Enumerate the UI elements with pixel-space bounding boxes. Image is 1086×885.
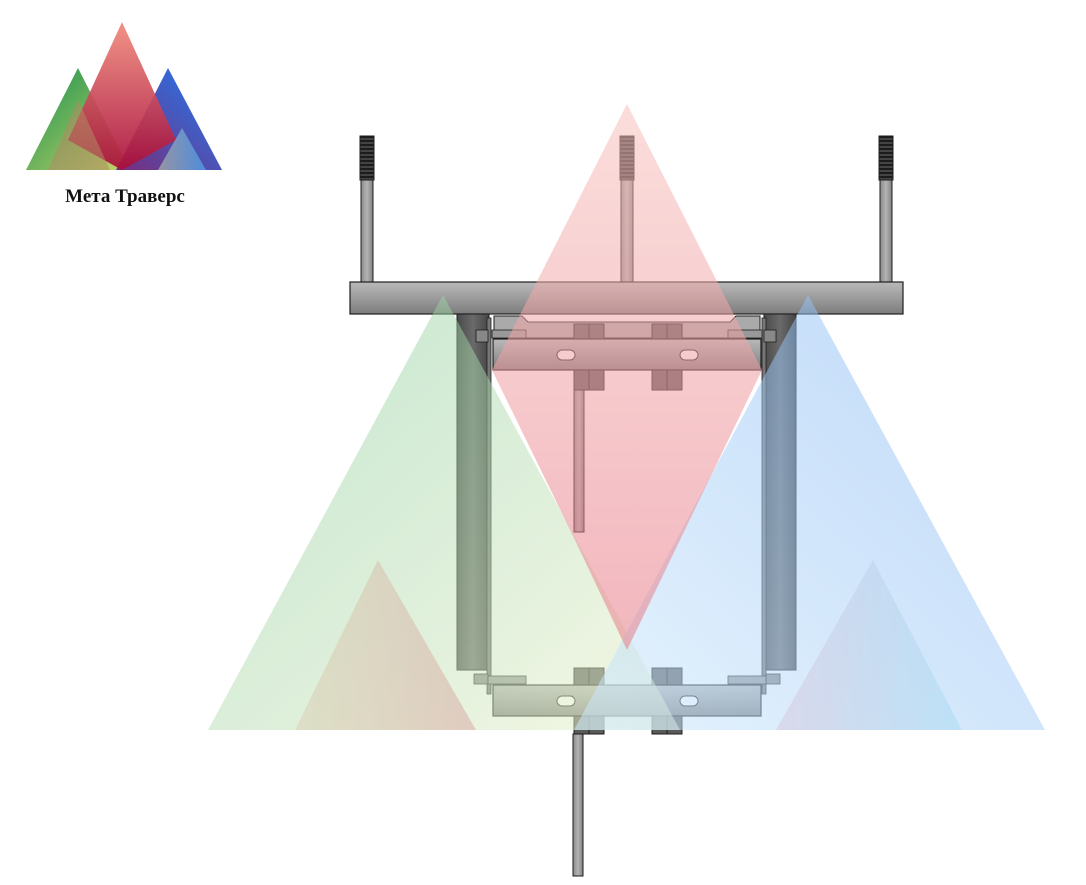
watermark-green-triangle — [208, 295, 680, 730]
watermark-small-right-triangle — [776, 560, 962, 730]
logo-text: Мета Траверс — [65, 186, 185, 207]
logo-mountain-triangles-icon — [26, 22, 222, 170]
watermark-triangles — [208, 104, 1045, 730]
watermark-small-left-triangle — [295, 560, 476, 730]
watermark-blue-triangle — [574, 295, 1045, 730]
stud-bolt-right — [878, 135, 894, 283]
stud-bolt-left — [359, 135, 375, 283]
lower-clamp-rod — [572, 733, 584, 877]
watermark-red-triangle — [492, 104, 762, 650]
